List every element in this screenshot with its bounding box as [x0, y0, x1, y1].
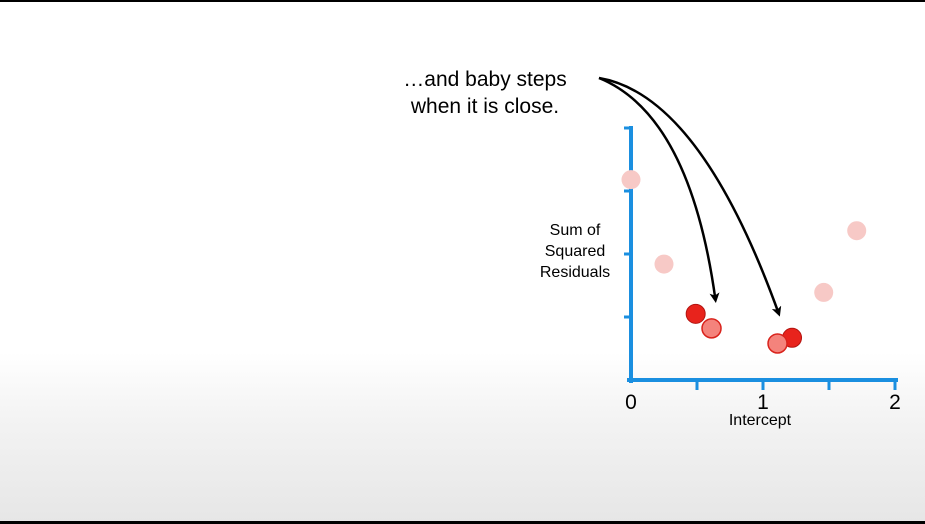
y-axis-label-line-3: Residuals	[539, 264, 611, 281]
y-axis-label-line-2: Squared	[544, 243, 606, 260]
x-tick-label-2: 2	[889, 391, 901, 414]
x-axis-label: Intercept	[729, 412, 792, 429]
callout-line-2: when it is close.	[410, 95, 560, 118]
next-point-0	[701, 318, 722, 339]
y-axis-label-line-1: Sum of	[549, 222, 601, 239]
bottom-border	[0, 521, 925, 524]
faded-point-3	[847, 221, 867, 241]
arrows	[598, 76, 782, 317]
y-axis-label: Sum of Squared Residuals	[520, 220, 630, 283]
step-arrow-1	[598, 76, 782, 317]
x-tick-label-1: 1	[757, 391, 769, 414]
top-border	[0, 0, 925, 2]
current-point-0	[685, 303, 706, 324]
faded-point-2	[814, 282, 834, 302]
faded-point-0	[621, 170, 641, 190]
x-tick-label-0: 0	[625, 391, 637, 414]
next-point-1	[767, 333, 788, 354]
data-points	[621, 170, 867, 354]
step-arrow-0	[598, 76, 720, 303]
callout-line-1: …and baby steps	[403, 68, 567, 91]
callout-text: …and baby steps when it is close.	[360, 66, 610, 120]
faded-point-1	[654, 254, 674, 274]
